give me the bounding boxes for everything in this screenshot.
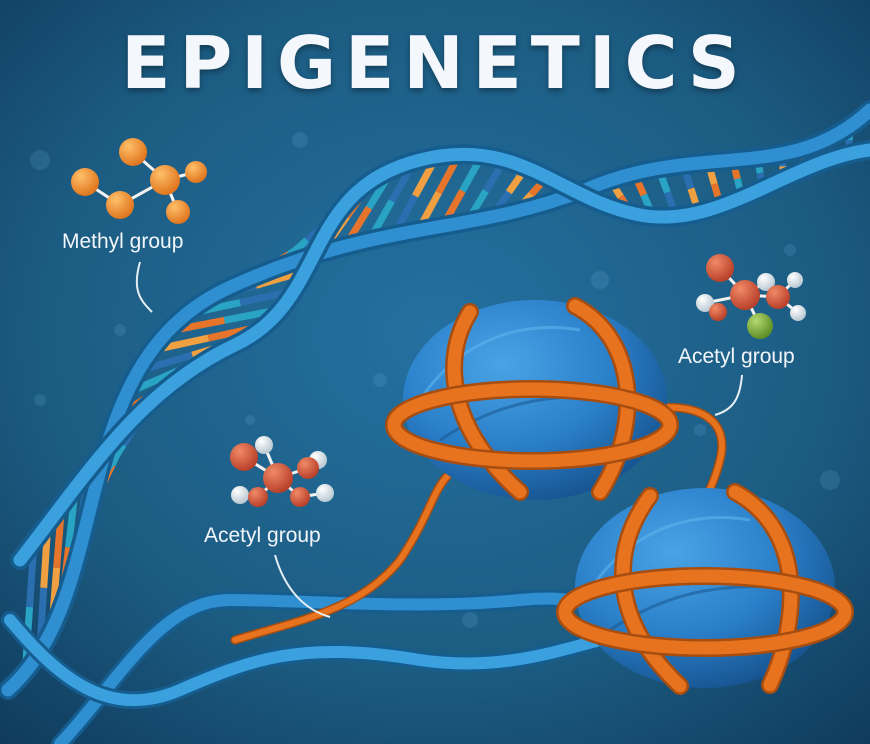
methyl-molecule-icon (71, 138, 207, 224)
background-bokeh (30, 132, 840, 628)
acetyl-group-label-right: Acetyl group (678, 345, 795, 368)
methyl-group-label: Methyl group (62, 230, 184, 253)
histone-nucleosome-lower (556, 483, 854, 695)
acetyl-group-label-left: Acetyl group (204, 524, 321, 547)
label-leader-lines (135, 261, 743, 618)
histone-nucleosome-upper (385, 297, 679, 501)
dna-lower-segment (1, 589, 609, 744)
acetyl-right-leader-line (714, 374, 743, 416)
dna-double-helix (0, 100, 870, 700)
page-title: EPIGENETICS (121, 21, 749, 105)
acetyl-molecule-icon-right (696, 254, 806, 339)
methyl-leader-line (135, 261, 153, 313)
acetyl-molecule-icon-left (230, 436, 334, 507)
acetyl-left-leader-line (274, 554, 331, 618)
